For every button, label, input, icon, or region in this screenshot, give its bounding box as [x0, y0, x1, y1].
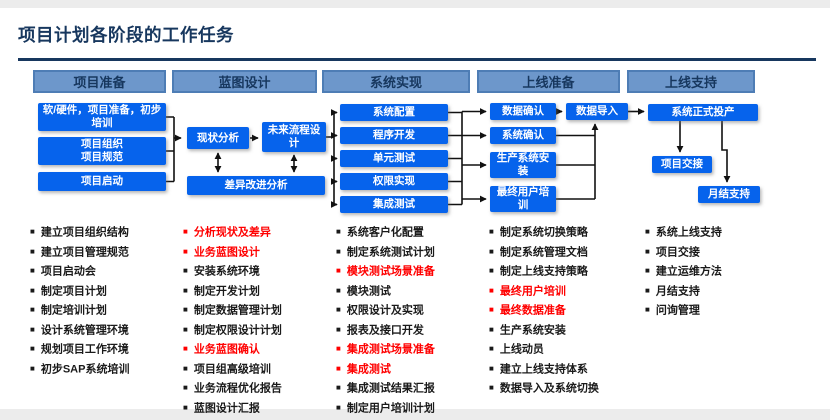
task-item: 制定项目计划 [30, 285, 182, 298]
task-item: 业务蓝图确认 [183, 343, 333, 356]
flow-box-project-org-standards: 项目组织 项目规范 [38, 137, 166, 165]
task-item: 业务蓝图设计 [183, 246, 333, 259]
flow-box-data-import: 数据导入 [566, 103, 628, 120]
phase-header-golive-support: 上线支持 [627, 70, 755, 93]
task-item: 项目启动会 [30, 265, 182, 278]
task-item: 建立运维方法 [645, 265, 815, 278]
bottom-edge-strip [0, 409, 830, 420]
phase-header-project-prep: 项目准备 [33, 70, 166, 93]
task-list-golive-support: 系统上线支持 项目交接 建立运维方法 月结支持 问询管理 [645, 226, 815, 324]
task-item: 权限设计及实现 [336, 304, 488, 317]
task-item: 月结支持 [645, 285, 815, 298]
top-edge-strip [0, 0, 830, 8]
task-item: 生产系统安装 [489, 324, 643, 337]
task-item: 集成测试 [336, 363, 488, 376]
flow-box-data-confirmation: 数据确认 [490, 103, 556, 120]
flow-box-future-process-design: 未来流程设计 [262, 122, 326, 152]
task-item: 集成测试结果汇报 [336, 382, 488, 395]
phase-header-system-realization: 系统实现 [322, 70, 470, 93]
task-item: 最终数据准备 [489, 304, 643, 317]
task-list-golive-prep: 制定系统切换策略 制定系统管理文档 制定上线支持策略 最终用户培训 最终数据准备… [489, 226, 643, 402]
task-item: 安装系统环境 [183, 265, 333, 278]
task-item: 上线动员 [489, 343, 643, 356]
task-item: 制定开发计划 [183, 285, 333, 298]
task-item: 蓝图设计汇报 [183, 402, 333, 415]
flow-box-month-end-support: 月结支持 [698, 186, 760, 203]
task-item: 最终用户培训 [489, 285, 643, 298]
task-item: 制定用户培训计划 [336, 402, 488, 415]
flow-box-integration-test: 集成测试 [340, 196, 448, 213]
task-item: 制定系统管理文档 [489, 246, 643, 259]
task-item: 制定上线支持策略 [489, 265, 643, 278]
flow-box-current-state-analysis: 现状分析 [187, 127, 249, 149]
phase-header-golive-prep: 上线准备 [477, 70, 620, 93]
task-item: 模块测试 [336, 285, 488, 298]
task-list-blueprint-design: 分析现状及差异 业务蓝图设计 安装系统环境 制定开发计划 制定数据管理计划 制定… [183, 226, 333, 420]
flow-box-project-kickoff: 项目启动 [38, 172, 166, 191]
task-item: 项目交接 [645, 246, 815, 259]
flow-box-authorization-realization: 权限实现 [340, 173, 448, 190]
task-item: 业务流程优化报告 [183, 382, 333, 395]
task-item: 制定权限设计计划 [183, 324, 333, 337]
task-item: 制定系统测试计划 [336, 246, 488, 259]
task-item: 建立项目管理规范 [30, 246, 182, 259]
task-item: 制定培训计划 [30, 304, 182, 317]
task-item: 初步SAP系统培训 [30, 363, 182, 376]
task-item: 项目组高级培训 [183, 363, 333, 376]
flow-box-system-configuration: 系统配置 [340, 104, 448, 121]
flow-box-program-development: 程序开发 [340, 127, 448, 144]
flow-box-production-system-install: 生产系统安装 [490, 152, 556, 178]
task-item: 问询管理 [645, 304, 815, 317]
flow-box-unit-test: 单元测试 [340, 150, 448, 167]
task-item: 建立项目组织结构 [30, 226, 182, 239]
task-item: 制定系统切换策略 [489, 226, 643, 239]
task-item: 模块测试场景准备 [336, 265, 488, 278]
task-item: 规划项目工作环境 [30, 343, 182, 356]
task-item: 分析现状及差异 [183, 226, 333, 239]
task-item: 系统上线支持 [645, 226, 815, 239]
task-item: 制定数据管理计划 [183, 304, 333, 317]
task-item: 报表及接口开发 [336, 324, 488, 337]
task-item: 系统客户化配置 [336, 226, 488, 239]
title-divider [18, 58, 816, 61]
phase-header-blueprint-design: 蓝图设计 [172, 70, 317, 93]
flow-box-end-user-training: 最终用户培训 [490, 186, 556, 212]
page-title: 项目计划各阶段的工作任务 [18, 25, 234, 45]
flow-box-gap-improvement-analysis: 差异改进分析 [187, 176, 325, 195]
task-item: 数据导入及系统切换 [489, 382, 643, 395]
task-item: 设计系统管理环境 [30, 324, 182, 337]
task-list-project-prep: 建立项目组织结构 建立项目管理规范 项目启动会 制定项目计划 制定培训计划 设计… [30, 226, 182, 382]
flow-box-system-go-live: 系统正式投产 [648, 104, 758, 121]
task-item: 集成测试场景准备 [336, 343, 488, 356]
flow-box-software-hardware-prep: 软/硬件，项目准备，初步培训 [38, 103, 166, 131]
flow-box-system-confirmation: 系统确认 [490, 127, 556, 144]
flow-box-project-handover: 项目交接 [652, 156, 712, 173]
task-list-system-realization: 系统客户化配置 制定系统测试计划 模块测试场景准备 模块测试 权限设计及实现 报… [336, 226, 488, 420]
task-item: 建立上线支持体系 [489, 363, 643, 376]
